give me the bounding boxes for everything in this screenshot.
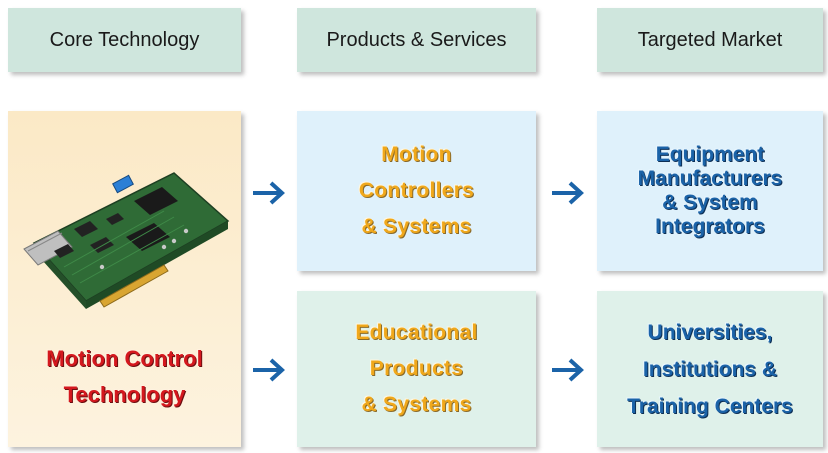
equipment-manufacturers-line1: Equipment <box>655 143 765 166</box>
header-products-services: Products & Services <box>297 8 536 72</box>
educational-products-line1: Educational <box>355 321 478 344</box>
core-title-line1: Motion Control <box>46 346 203 371</box>
header-targeted-market: Targeted Market <box>597 8 823 72</box>
motion-controllers-box: Motion Controllers & Systems <box>297 111 536 271</box>
educational-products-line2: Products <box>369 357 464 380</box>
motion-controller-card-image <box>22 172 229 309</box>
educational-products-box: Educational Products & Systems <box>297 291 536 447</box>
header-products-services-label: Products & Services <box>326 28 507 51</box>
core-technology-box: Motion Control Technology <box>8 111 241 447</box>
header-targeted-market-label: Targeted Market <box>637 28 783 51</box>
equipment-manufacturers-line2: Manufacturers <box>637 167 783 190</box>
educational-products-line3: & Systems <box>361 393 472 416</box>
equipment-manufacturers-line3: & System <box>662 191 758 214</box>
equipment-manufacturers-box: Equipment Manufacturers & System Integra… <box>597 111 823 271</box>
motion-controllers-line1: Motion <box>381 143 452 166</box>
arrow-right-icon <box>552 181 584 205</box>
arrow-right-icon <box>253 358 285 382</box>
motion-controllers-line3: & Systems <box>361 215 472 238</box>
universities-line3: Training Centers <box>627 394 793 418</box>
header-core-technology: Core Technology <box>8 8 241 72</box>
motion-controllers-line2: Controllers <box>358 179 475 202</box>
header-core-technology-label: Core Technology <box>49 28 200 51</box>
universities-line2: Institutions & <box>642 357 778 381</box>
universities-line1: Universities, <box>647 320 773 344</box>
equipment-manufacturers-line4: Integrators <box>655 215 765 238</box>
core-title-line2: Technology <box>63 382 186 407</box>
arrow-right-icon <box>552 358 584 382</box>
universities-box: Universities, Institutions & Training Ce… <box>597 291 823 447</box>
core-title: Motion Control Technology <box>46 341 202 413</box>
arrow-right-icon <box>253 181 285 205</box>
